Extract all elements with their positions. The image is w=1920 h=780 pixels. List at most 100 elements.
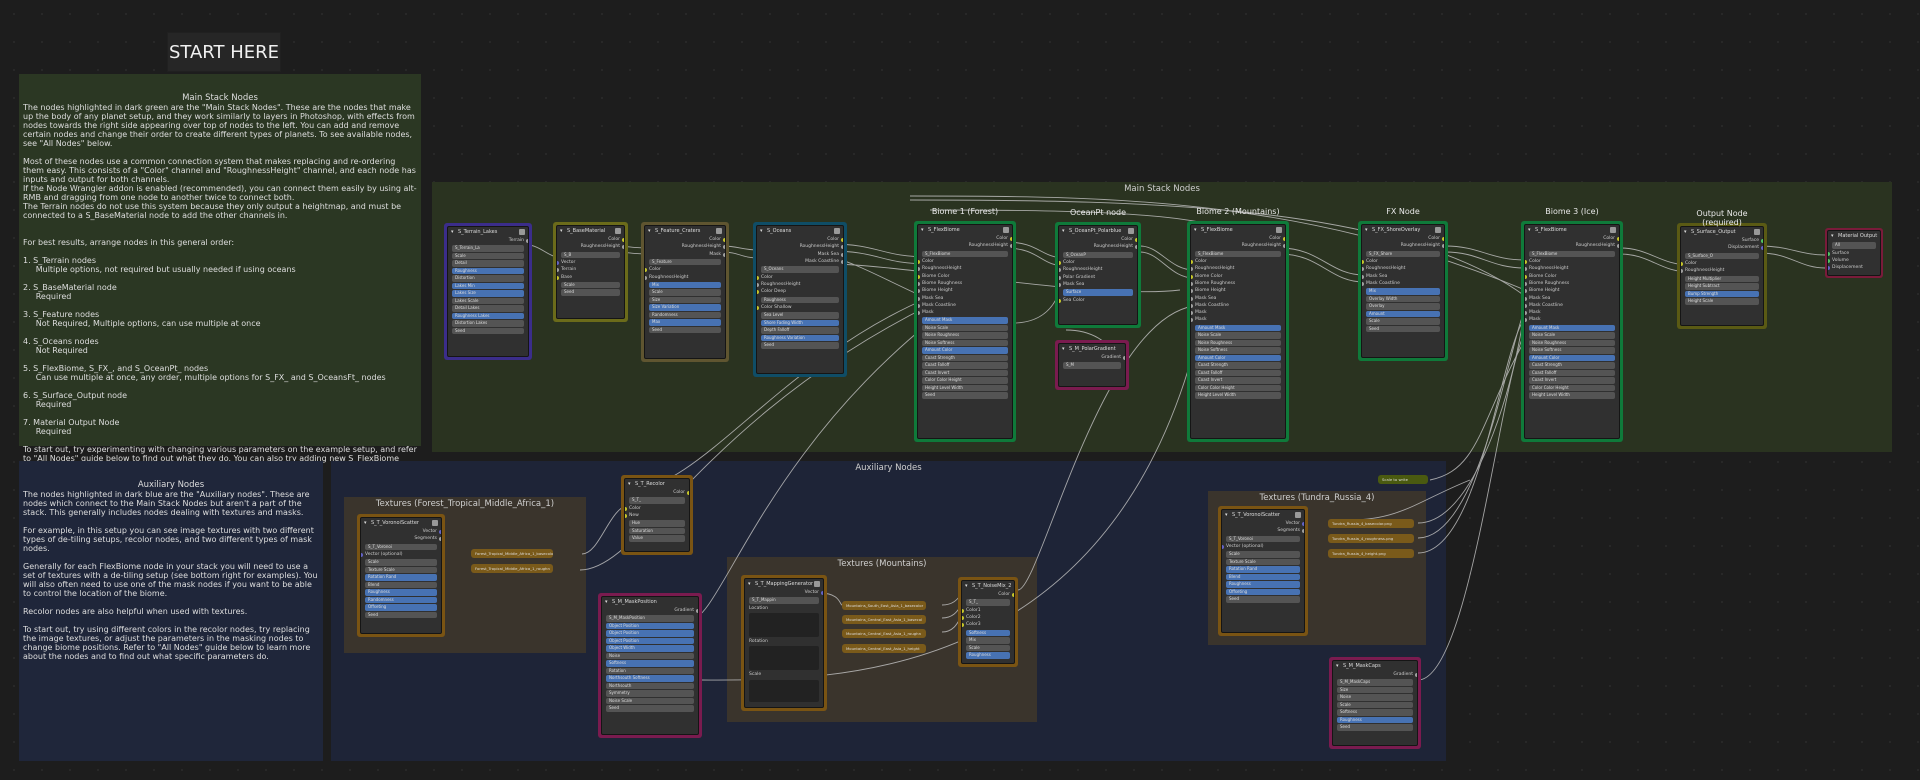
input-socket[interactable] <box>1059 282 1061 287</box>
param-field[interactable]: Coast Falloff <box>1195 369 1281 377</box>
input-socket[interactable] <box>962 608 964 613</box>
collapse-icon[interactable]: ▾ <box>1528 227 1531 233</box>
input-socket[interactable] <box>1191 274 1193 279</box>
param-field[interactable]: Rotation Rand <box>1226 566 1300 573</box>
input-socket[interactable] <box>1525 296 1527 301</box>
param-field[interactable]: Roughness <box>1337 716 1413 724</box>
node-header[interactable]: ▾S_T_Recolor <box>625 479 689 489</box>
node-group-icon[interactable] <box>519 229 525 235</box>
param-field[interactable]: Distortion Lakes <box>452 320 524 327</box>
image-texture-mountains-1[interactable]: Mountains_South_East_Asia_1_basecolor <box>842 601 926 610</box>
param-field[interactable]: Max <box>649 319 721 326</box>
output-socket[interactable] <box>841 245 843 250</box>
param-field[interactable]: Noise <box>606 652 694 660</box>
param-field[interactable]: Amount <box>1366 310 1440 318</box>
node-header[interactable]: ▾S_BaseMaterial <box>557 226 624 236</box>
input-socket[interactable] <box>557 261 559 266</box>
param-field[interactable]: Value <box>629 535 685 542</box>
output-socket[interactable] <box>696 609 698 613</box>
param-field[interactable]: Coast Invert <box>1529 377 1615 384</box>
node-group-selector[interactable]: S_M_MaskPosition <box>606 615 694 622</box>
param-field[interactable]: Scale <box>966 644 1010 652</box>
image-texture-tundra-roughness[interactable]: Tundra_Russia_4_roughness.png <box>1328 534 1414 543</box>
node-header[interactable]: ▾S_T_VoronoiScatter <box>1222 510 1304 520</box>
param-field[interactable]: Coast Invert <box>922 369 1008 377</box>
param-field[interactable]: Detail Lakes <box>452 305 524 312</box>
image-texture-mountains-2[interactable]: Mountains_Central_East_Asia_1_basecol <box>842 615 926 624</box>
param-field[interactable]: Softness <box>966 629 1010 637</box>
output-socket[interactable] <box>687 491 689 495</box>
param-field[interactable]: Blend <box>365 581 437 589</box>
input-socket[interactable] <box>1828 251 1830 256</box>
param-field[interactable]: Seed <box>1366 325 1440 333</box>
collapse-icon[interactable]: ▾ <box>628 481 631 487</box>
output-socket[interactable] <box>841 238 843 242</box>
param-field[interactable]: Seed <box>452 327 524 335</box>
node-group-icon[interactable] <box>1003 227 1009 233</box>
input-socket[interactable] <box>625 514 627 519</box>
scale-reroute[interactable]: Scale to write <box>1378 475 1428 484</box>
node-header[interactable]: ▾S_Terrain_Lakes <box>448 227 528 237</box>
collapse-icon[interactable]: ▾ <box>1336 663 1339 669</box>
input-socket[interactable] <box>1362 260 1364 265</box>
input-socket[interactable] <box>757 290 759 295</box>
collapse-icon[interactable]: ▾ <box>1684 229 1687 235</box>
node-header[interactable]: ▾S_T_MappingGenerator <box>745 579 823 589</box>
image-texture-forest-roughness[interactable]: Forest_Tropical_Middle_Africa_1_roughn <box>471 564 553 573</box>
output-socket[interactable] <box>1010 244 1012 249</box>
param-field[interactable]: Noise Scale <box>1529 332 1615 339</box>
collapse-icon[interactable]: ▾ <box>1365 227 1368 233</box>
node-ocean-pt[interactable]: OceanPt node ▾S_OceanPt_Polarblue Color … <box>1055 208 1141 328</box>
node-header[interactable]: ▾S_Surface_Output <box>1681 227 1763 237</box>
collapse-icon[interactable]: ▾ <box>1194 227 1197 233</box>
input-socket[interactable] <box>557 275 559 280</box>
node-mask-position[interactable]: ▾S_M_MaskPosition Gradient S_M_MaskPosit… <box>598 593 702 738</box>
node-group-icon[interactable] <box>432 520 438 526</box>
node-group-icon[interactable] <box>1610 227 1616 233</box>
param-field[interactable]: Seed <box>761 342 839 349</box>
param-field[interactable]: Noise Softness <box>1529 347 1615 354</box>
location-vector-field[interactable] <box>749 613 819 638</box>
node-voronoi-scatter-forest[interactable]: ▾S_T_VoronoiScatter Vector Segments S_T_… <box>357 514 445 637</box>
input-socket[interactable] <box>1525 289 1527 294</box>
output-socket[interactable] <box>1302 522 1304 526</box>
output-socket[interactable] <box>1617 237 1619 241</box>
input-socket[interactable] <box>757 275 759 280</box>
node-group-selector[interactable]: S_Feature <box>649 258 721 266</box>
param-field[interactable]: Texture Scale <box>365 566 437 574</box>
input-socket[interactable] <box>1828 266 1830 271</box>
input-socket[interactable] <box>918 281 920 286</box>
param-field[interactable]: Amount Color <box>1195 354 1281 362</box>
param-field[interactable]: Height Level Width <box>1529 392 1615 399</box>
node-group-selector[interactable]: S_T_Mappin <box>749 597 819 604</box>
param-field[interactable]: Roughness <box>1226 581 1300 588</box>
param-field[interactable]: Lakes Min <box>452 282 524 290</box>
param-field[interactable]: Detail <box>452 260 524 267</box>
node-group-selector[interactable]: S_T_Voronoi <box>1226 535 1300 543</box>
output-socket[interactable] <box>526 239 528 243</box>
param-field[interactable]: Amount Mask <box>1529 324 1615 332</box>
input-socket[interactable] <box>962 623 964 628</box>
param-field[interactable]: Color Color Height <box>922 377 1008 384</box>
param-field[interactable]: Noise Roughness <box>1529 339 1615 347</box>
input-socket[interactable] <box>1525 274 1527 279</box>
node-group-selector[interactable]: S_T_Voronoi <box>365 543 437 551</box>
param-field[interactable]: Color Color Height <box>1529 384 1615 392</box>
node-header[interactable]: ▾S_FlexBiome <box>918 225 1012 235</box>
param-field[interactable]: Randomness <box>649 311 721 319</box>
param-field[interactable]: Hue <box>629 520 685 527</box>
node-group-icon[interactable] <box>1276 227 1282 233</box>
rotation-vector-field[interactable] <box>749 646 819 671</box>
node-biome-mountains[interactable]: Biome 2 (Mountains) ▾S_FlexBiome Color R… <box>1187 207 1289 442</box>
input-socket[interactable] <box>1681 262 1683 267</box>
output-socket[interactable] <box>1761 246 1763 251</box>
input-socket[interactable] <box>1525 303 1527 308</box>
output-socket[interactable] <box>1012 593 1014 597</box>
node-header[interactable]: ▾S_FlexBiome <box>1525 225 1619 235</box>
node-group-selector[interactable]: S_FlexBiome <box>1195 250 1281 258</box>
input-socket[interactable] <box>757 306 759 311</box>
node-group-selector[interactable]: S_Oceans <box>761 266 839 273</box>
output-socket[interactable] <box>821 591 823 595</box>
input-socket[interactable] <box>1191 281 1193 286</box>
input-socket[interactable] <box>1191 311 1193 316</box>
